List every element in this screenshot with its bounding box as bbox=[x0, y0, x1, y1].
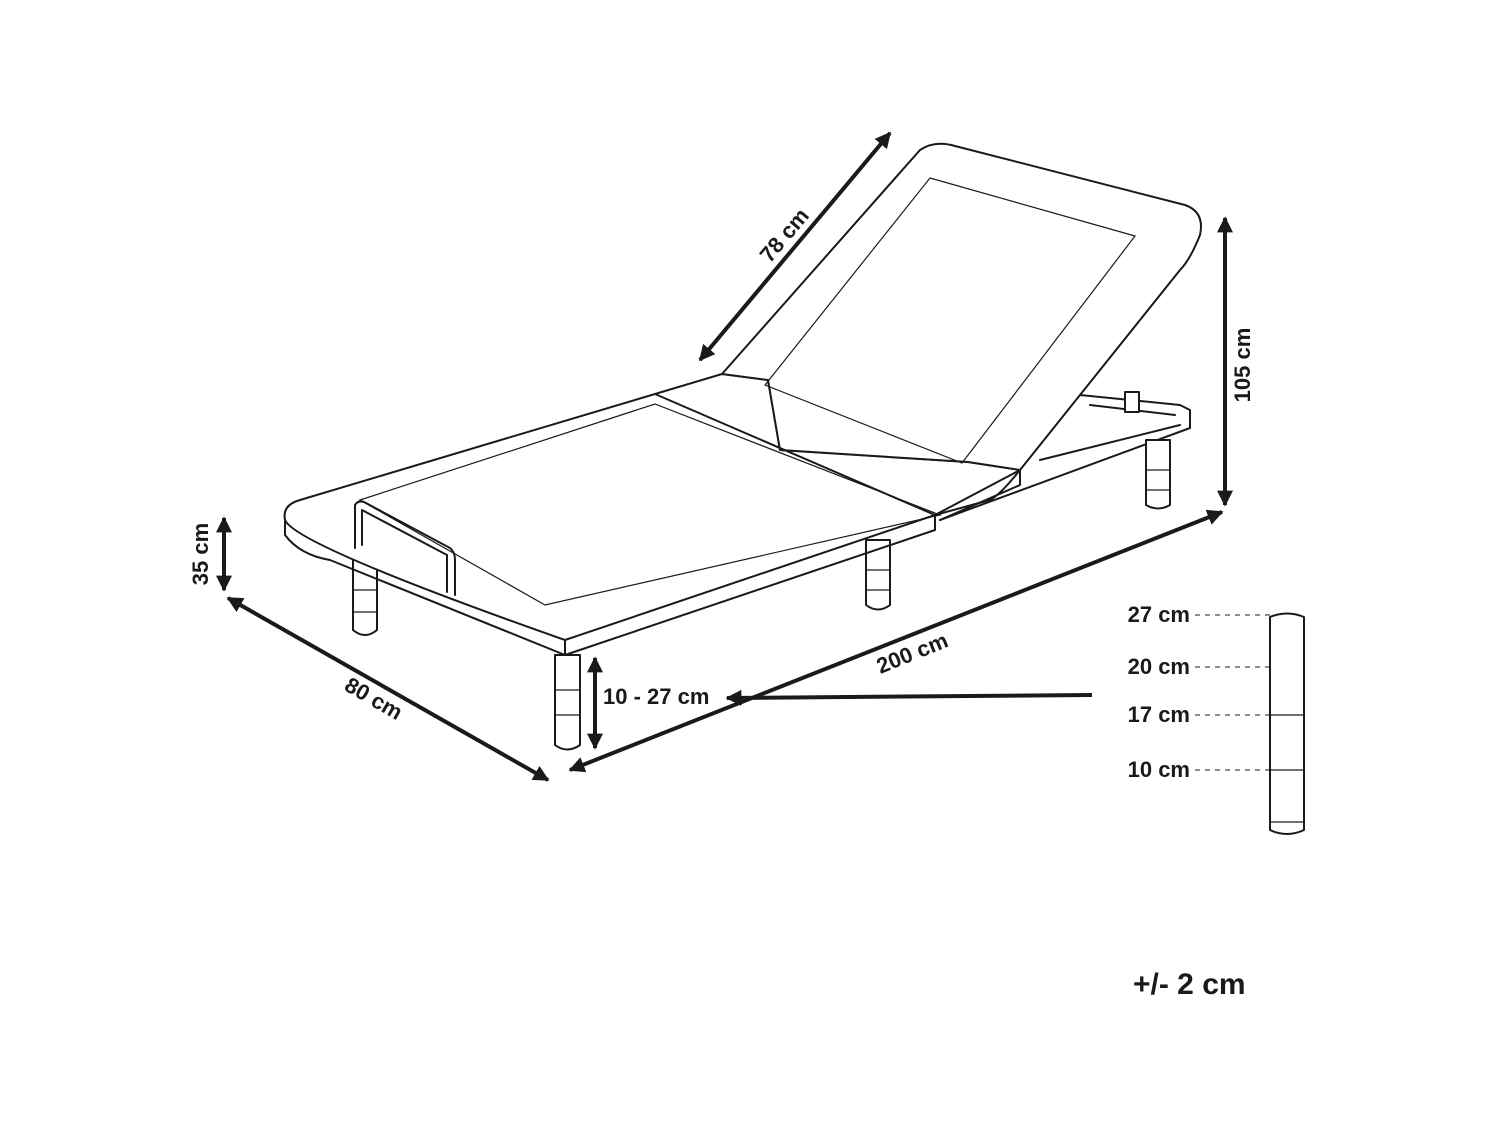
leg-rear-right bbox=[1145, 439, 1171, 510]
side-handle bbox=[354, 500, 456, 596]
motor-icon bbox=[1124, 391, 1140, 413]
total-height-label: 105 cm bbox=[1230, 328, 1255, 403]
leg-scale: 27 cm 20 cm 17 cm 10 cm bbox=[1128, 602, 1305, 835]
dim-width: 80 cm bbox=[226, 596, 550, 782]
tolerance-note: +/- 2 cm bbox=[1133, 968, 1246, 1001]
leg-height-label: 10 - 27 cm bbox=[603, 684, 709, 709]
dim-leg-height: 10 - 27 cm bbox=[587, 656, 1093, 750]
dim-total-height: 105 cm bbox=[1217, 216, 1255, 507]
leg-detail-icon bbox=[1269, 612, 1305, 835]
leg-middle bbox=[865, 539, 891, 611]
rear-frame bbox=[939, 391, 1191, 521]
dim-frame-height: 35 cm bbox=[188, 516, 232, 592]
leg-level-10: 10 cm bbox=[1128, 757, 1190, 782]
mattress bbox=[283, 142, 1202, 656]
leg-front-right bbox=[554, 654, 581, 751]
leg-level-27: 27 cm bbox=[1128, 602, 1190, 627]
frame-height-label: 35 cm bbox=[188, 523, 213, 585]
leg-level-17: 17 cm bbox=[1128, 702, 1190, 727]
leg-level-20: 20 cm bbox=[1128, 654, 1190, 679]
